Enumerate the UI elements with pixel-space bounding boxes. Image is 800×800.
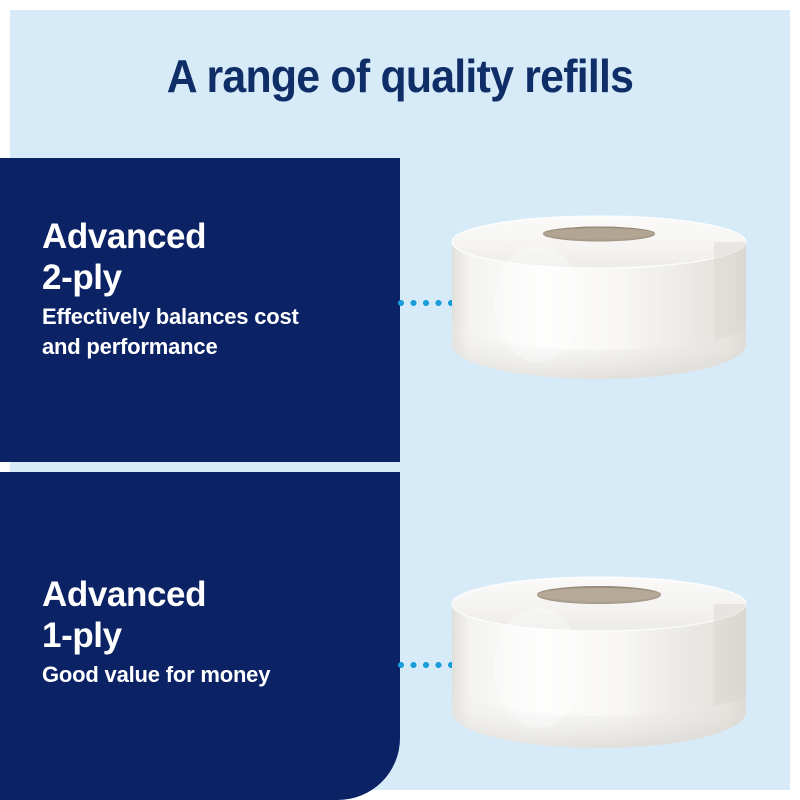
product-card-advanced-2-ply[interactable]: Advanced 2-ply Effectively balances cost… bbox=[0, 158, 400, 462]
toilet-roll-icon-1-ply bbox=[446, 572, 752, 754]
card-subtitle-line1: Good value for money bbox=[42, 662, 271, 687]
card-heading-line2: 1-ply bbox=[42, 616, 122, 655]
card-heading-line2: 2-ply bbox=[42, 258, 122, 297]
product-card-advanced-1-ply[interactable]: Advanced 1-ply Good value for money bbox=[0, 472, 400, 800]
card-subtitle-line1: Effectively balances cost bbox=[42, 304, 299, 329]
card-subtitle-line2: and performance bbox=[42, 334, 218, 359]
card-text-block: Advanced 2-ply Effectively balances cost… bbox=[42, 216, 382, 362]
card-heading-line1: Advanced bbox=[42, 217, 207, 256]
toilet-roll-icon-2-ply bbox=[446, 212, 752, 386]
card-text-block: Advanced 1-ply Good value for money bbox=[42, 574, 382, 690]
page-title: A range of quality refills bbox=[166, 50, 634, 102]
card-heading-line1: Advanced bbox=[42, 575, 207, 614]
